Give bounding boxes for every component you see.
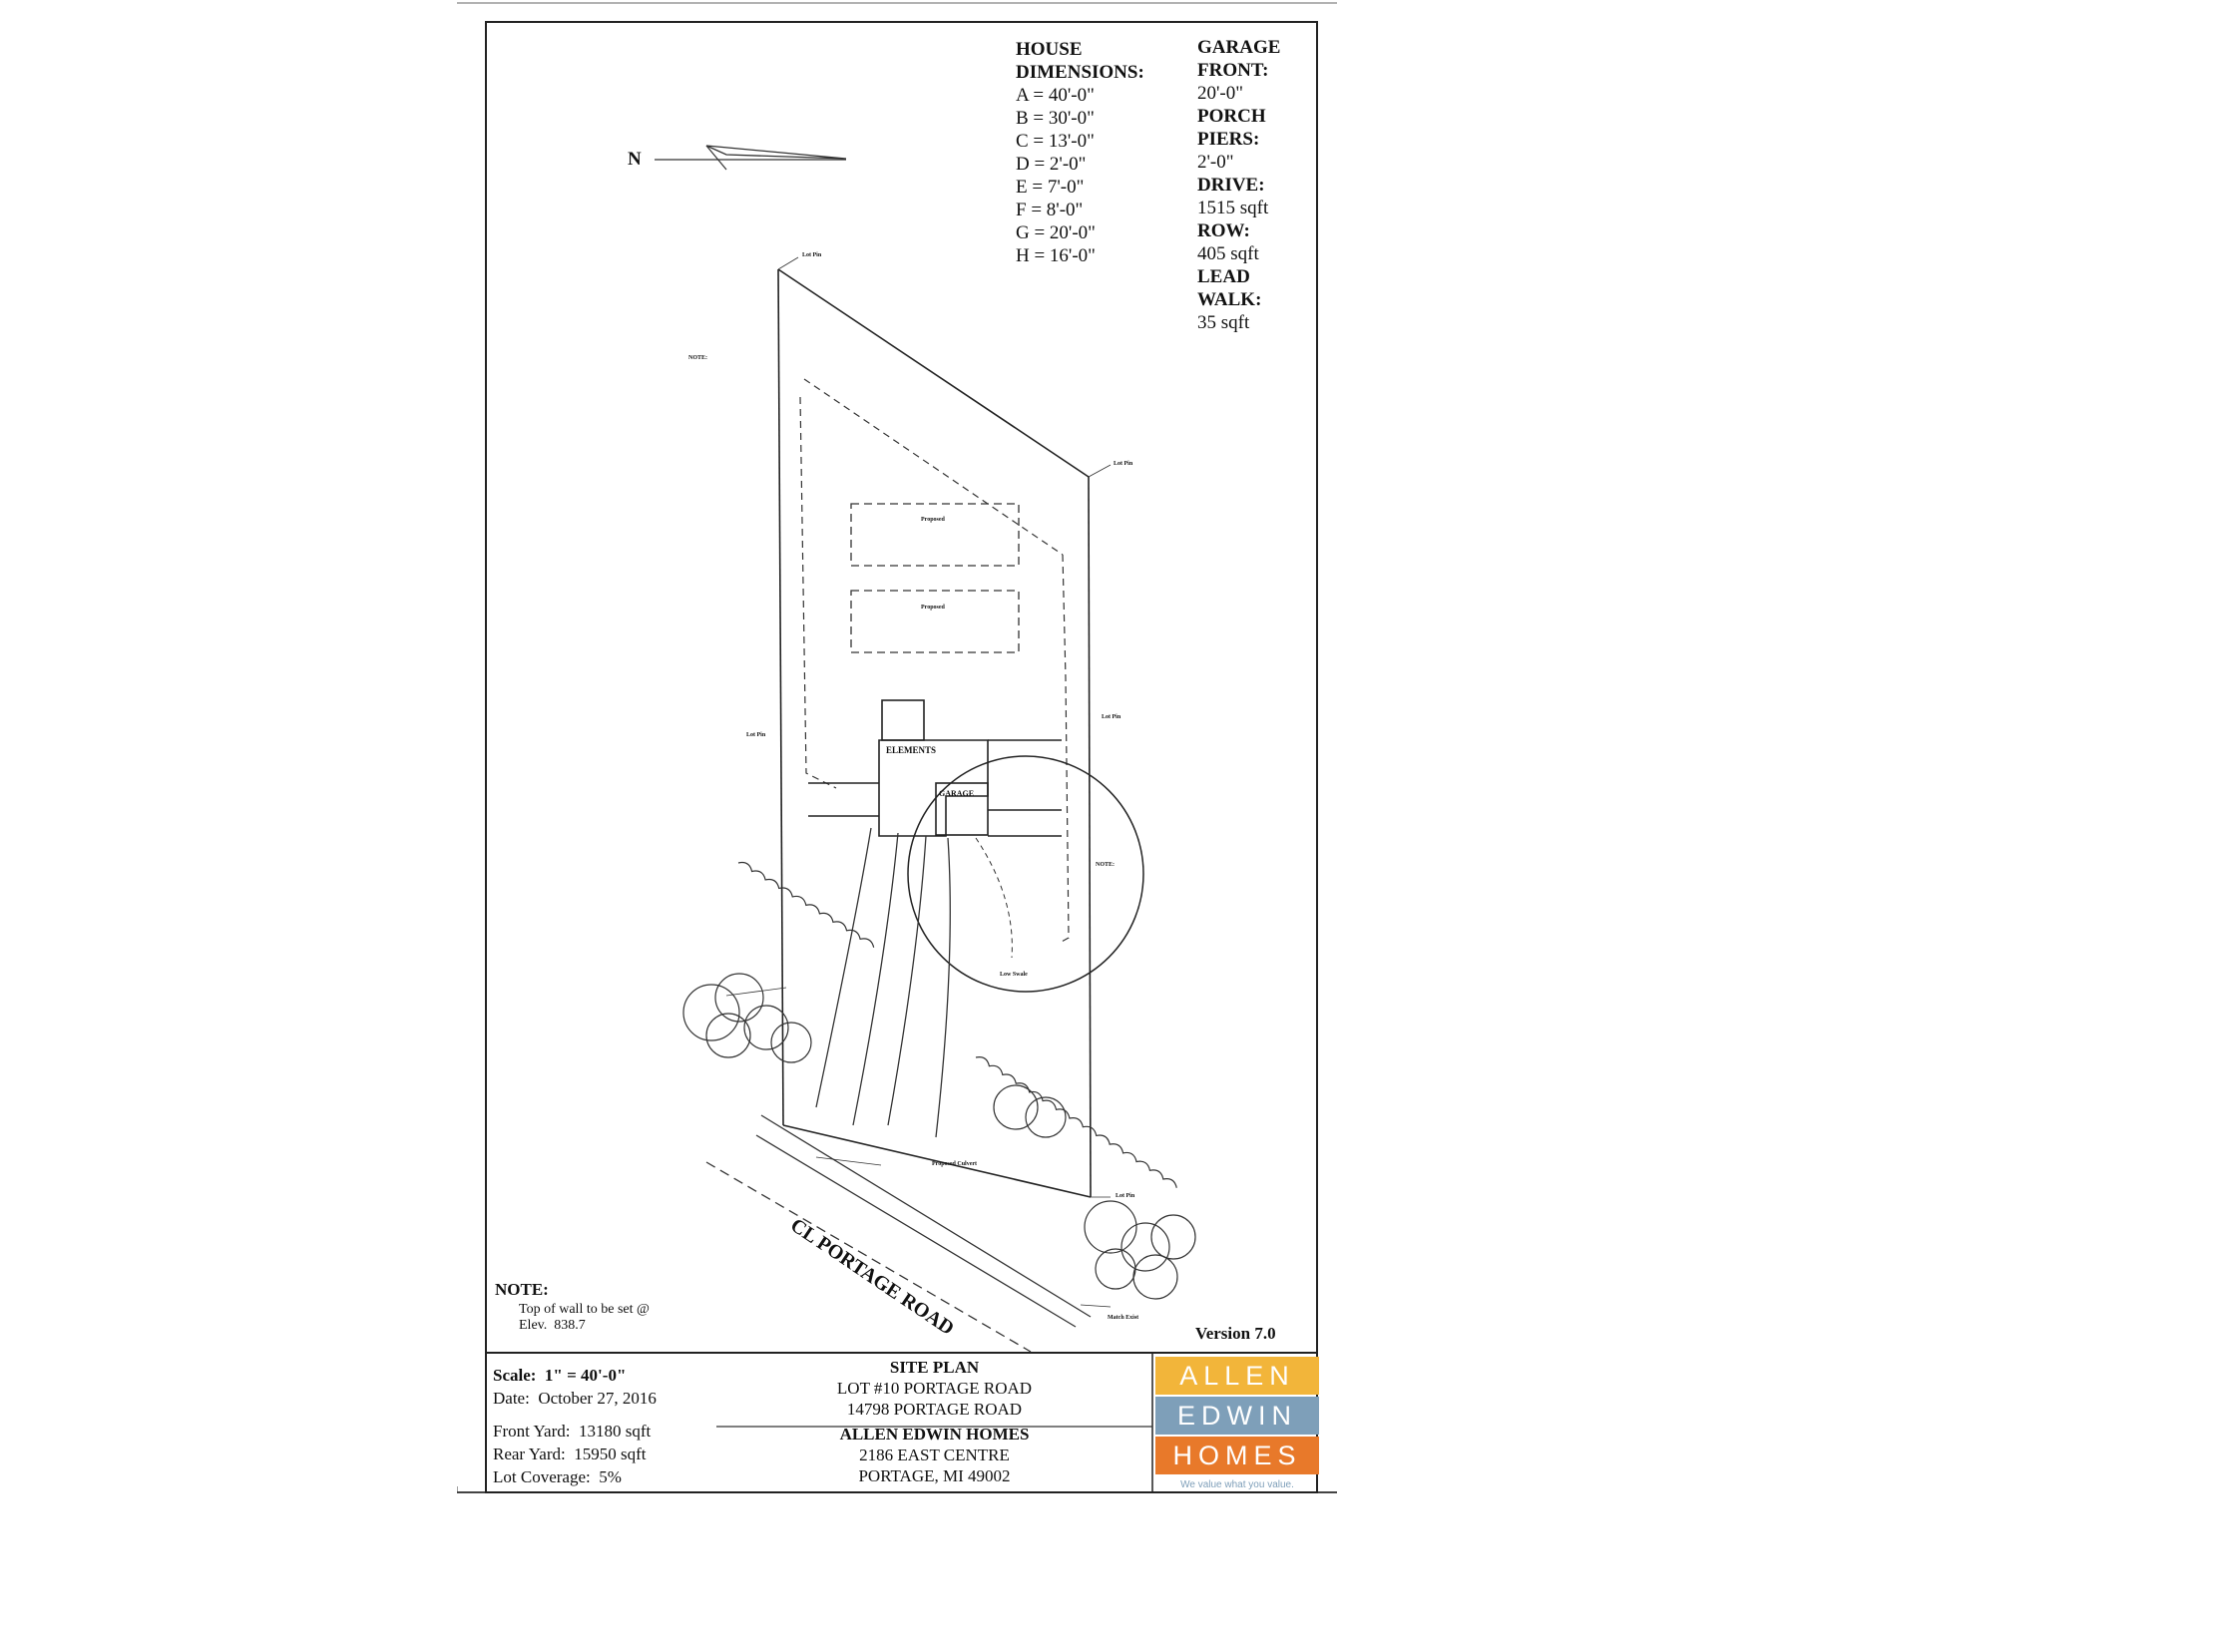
garage-front-label-2: FRONT: <box>1197 60 1269 81</box>
row-label: ROW: <box>1197 220 1250 241</box>
leader-lines <box>725 256 1112 1308</box>
tb-address-line: 14798 PORTAGE ROAD <box>846 1400 1023 1419</box>
septic-circle <box>907 755 1144 993</box>
dimension-b: B = 30'-0" <box>1016 108 1095 129</box>
note-line-1: Top of wall to be set @ <box>519 1302 650 1317</box>
porch-piers-label-1: PORCH <box>1197 106 1266 127</box>
note-title: NOTE: <box>495 1280 549 1299</box>
lot-pin-label-5: Lot Pin <box>1116 1193 1135 1199</box>
proposed-bottom-label: Proposed <box>921 605 945 611</box>
tb-company-address-2: PORTAGE, MI 49002 <box>858 1466 1011 1485</box>
drive-value: 1515 sqft <box>1197 198 1269 218</box>
swale-line <box>975 837 1013 959</box>
note-label-left: NOTE: <box>688 355 708 361</box>
site-specs: GARAGE FRONT: 20'-0" PORCH PIERS: 2'-0" … <box>1197 36 1280 334</box>
setback-lines <box>799 378 1070 944</box>
version-label: Version 7.0 <box>1195 1324 1276 1343</box>
tb-date: Date: October 27, 2016 <box>493 1388 657 1409</box>
house-dimensions-title-1: HOUSE <box>1016 39 1083 60</box>
driveway <box>815 827 951 1138</box>
tb-rear-yard: Rear Yard: 15950 sqft <box>493 1444 646 1464</box>
low-swale-label: Low Swale <box>1000 972 1028 978</box>
lot-pin-label-1: Lot Pin <box>802 252 822 258</box>
dimension-g: G = 20'-0" <box>1016 222 1096 243</box>
lead-walk-label-2: WALK: <box>1197 289 1262 310</box>
north-arrow <box>655 145 847 171</box>
house-dimensions: HOUSE DIMENSIONS: A = 40'-0" B = 30'-0" … <box>1016 38 1144 267</box>
road-edges <box>705 1114 1092 1353</box>
lead-walk-label-1: LEAD <box>1197 266 1250 287</box>
tb-site-plan-title: SITE PLAN <box>889 1358 980 1377</box>
site-plan-sheet: N HOUSE DIMENSIONS: A = 40'-0" B = 30'-0… <box>457 0 1337 1496</box>
proposed-field-top <box>850 503 1020 567</box>
dimension-c: C = 13'-0" <box>1016 131 1095 152</box>
proposed-top-label: Proposed <box>921 517 945 523</box>
dimension-e: E = 7'-0" <box>1016 177 1085 198</box>
drive-label: DRIVE: <box>1197 175 1265 196</box>
tb-company: ALLEN EDWIN HOMES <box>839 1425 1030 1444</box>
lead-walk-value: 35 sqft <box>1197 312 1250 333</box>
dimension-h: H = 16'-0" <box>1016 245 1096 266</box>
garage-front-value: 20'-0" <box>1197 83 1244 104</box>
tb-date-text: Date: October 27, 2016 <box>493 1389 657 1408</box>
house-dimensions-title-2: DIMENSIONS: <box>1016 62 1144 83</box>
tb-lot-coverage-text: Lot Coverage: 5% <box>493 1467 622 1486</box>
tree-line-upper <box>737 861 1177 1188</box>
company-logo: ALLEN EDWIN HOMES We value what you valu… <box>1155 1357 1319 1492</box>
dimension-f: F = 8'-0" <box>1016 200 1084 220</box>
tree-clusters <box>682 973 1196 1300</box>
logo-band-allen: ALLEN <box>1155 1357 1319 1395</box>
tb-scale: Scale: 1" = 40'-0" <box>493 1365 626 1386</box>
note-line-2: Elev. 838.7 <box>519 1318 586 1333</box>
house-footprint <box>808 699 1062 837</box>
north-label: N <box>628 149 642 170</box>
building-label: ELEMENTS <box>886 745 937 755</box>
dimension-a: A = 40'-0" <box>1016 85 1095 106</box>
lot-pin-label-4: Lot Pin <box>1102 714 1121 720</box>
tb-lot-coverage: Lot Coverage: 5% <box>493 1466 622 1487</box>
logo-band-edwin: EDWIN <box>1155 1397 1319 1435</box>
lot-boundary <box>777 268 1092 1198</box>
tb-center: SITE PLAN LOT #10 PORTAGE ROAD 14798 POR… <box>716 1357 1152 1486</box>
tb-scale-text: Scale: 1" = 40'-0" <box>493 1366 627 1385</box>
logo-band-homes: HOMES <box>1155 1437 1319 1474</box>
dimension-d: D = 2'-0" <box>1016 154 1087 175</box>
lot-pin-label-2: Lot Pin <box>1114 461 1133 467</box>
lot-pin-label-3: Lot Pin <box>746 732 766 738</box>
tb-company-address-1: 2186 EAST CENTRE <box>859 1446 1010 1464</box>
site-plan-drawing <box>457 2 1337 1493</box>
proposed-culvert-label: Proposed Culvert <box>932 1161 978 1167</box>
porch-piers-value: 2'-0" <box>1197 152 1234 173</box>
note-label-right: NOTE: <box>1096 862 1116 868</box>
garage-label: GARAGE <box>939 789 975 798</box>
tb-front-yard: Front Yard: 13180 sqft <box>493 1421 651 1442</box>
tb-rear-yard-text: Rear Yard: 15950 sqft <box>493 1445 647 1463</box>
tb-front-yard-text: Front Yard: 13180 sqft <box>493 1422 652 1441</box>
tb-lot-line: LOT #10 PORTAGE ROAD <box>836 1379 1033 1398</box>
match-exist-label: Match Exist <box>1108 1315 1139 1321</box>
porch-piers-label-2: PIERS: <box>1197 129 1260 150</box>
proposed-field-bottom <box>850 590 1020 653</box>
logo-tagline: We value what you value. <box>1180 1479 1294 1490</box>
row-value: 405 sqft <box>1197 243 1259 264</box>
garage-front-label-1: GARAGE <box>1197 37 1281 58</box>
